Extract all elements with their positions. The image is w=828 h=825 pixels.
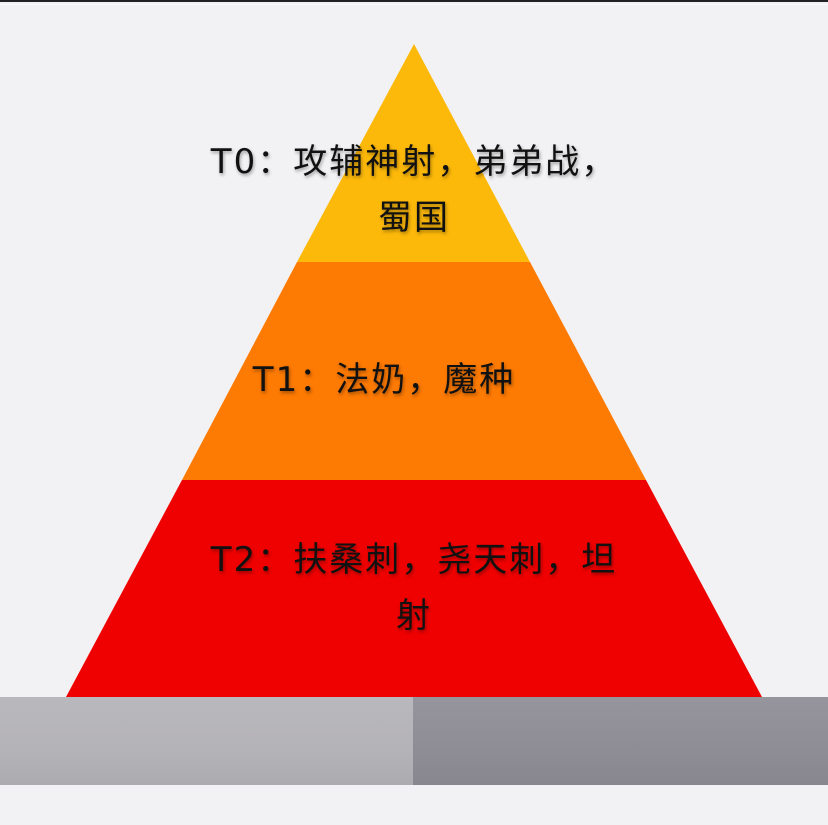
base-right-block <box>413 697 828 785</box>
tier-t2-line1: T2：扶桑刺，尧天刺，坦 <box>210 540 618 580</box>
tier-t2-shape <box>66 480 762 697</box>
base-left-block <box>0 697 413 785</box>
top-border <box>0 0 828 2</box>
tier-t1-shape <box>182 262 646 480</box>
tier-t2-line2: 射 <box>396 596 432 636</box>
tier-t2-label: T2：扶桑刺，尧天刺，坦 射 <box>0 532 828 644</box>
tier-t0-shape <box>297 44 530 262</box>
tier-t0-line1: T0：攻辅神射，弟弟战， <box>210 142 618 182</box>
tier-t1-line1: T1：法奶，魔种 <box>252 360 516 400</box>
tier-t0-line2: 蜀国 <box>378 198 450 238</box>
tier-t0-label: T0：攻辅神射，弟弟战， 蜀国 <box>0 134 828 246</box>
tier-t1-label: T1：法奶，魔种 <box>0 352 798 408</box>
top-border-highlight <box>0 4 828 5</box>
